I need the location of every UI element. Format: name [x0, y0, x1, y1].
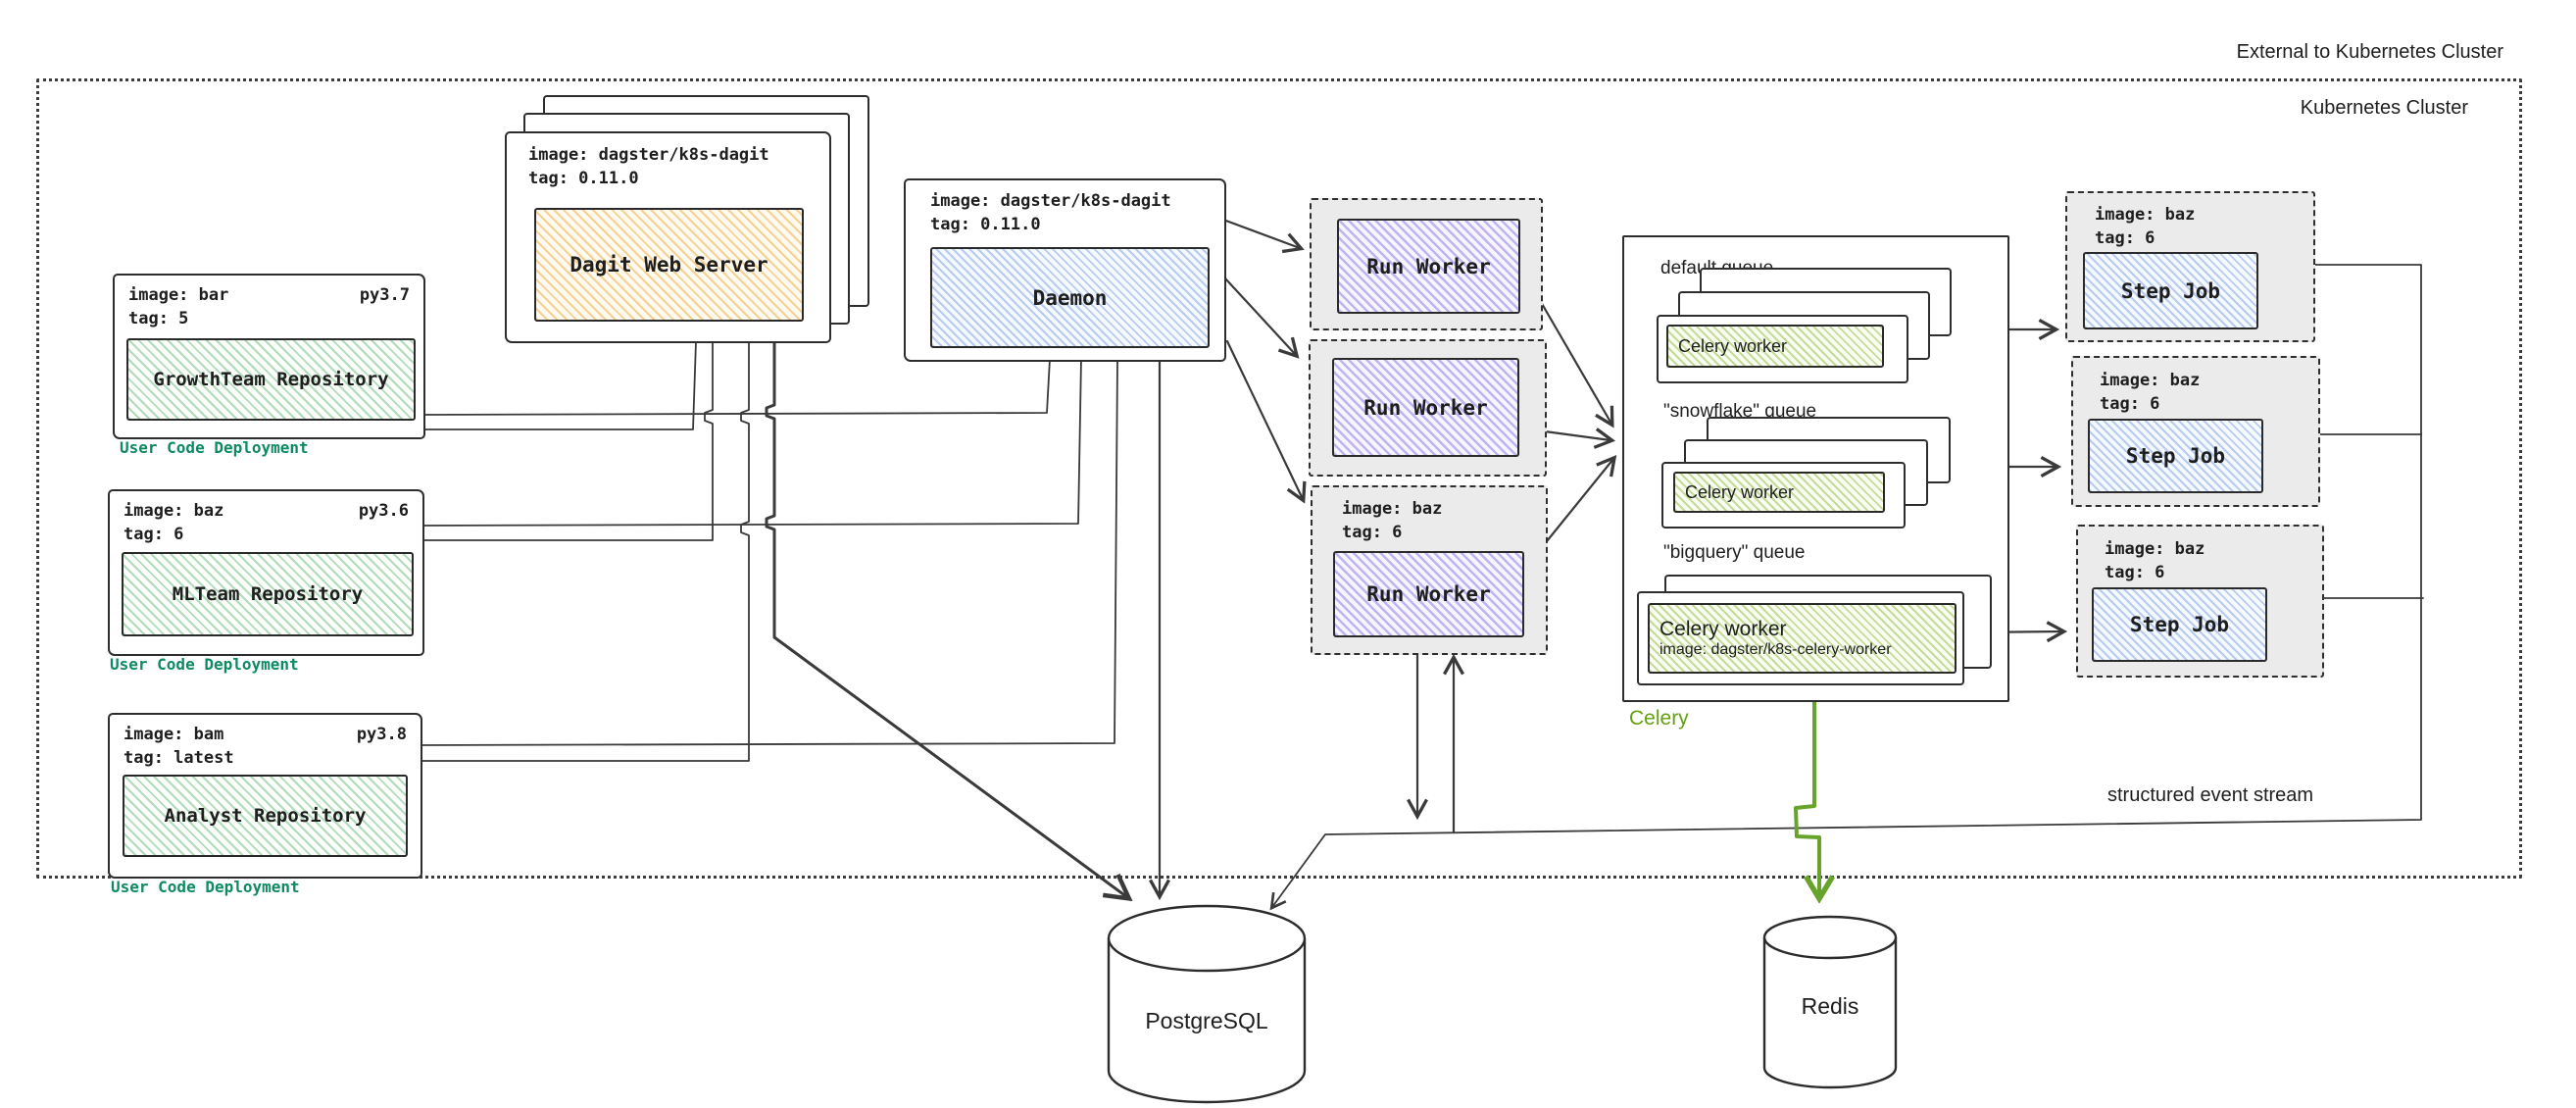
- ucd2-caption: User Code Deployment: [110, 655, 299, 674]
- snowflake-queue-label: "snowflake" queue: [1663, 401, 1817, 422]
- celery-redis-link: [1794, 699, 1819, 894]
- ucd2-tag: tag: 6: [124, 525, 184, 544]
- step-job-1: image: baz tag: 6 Step Job: [2065, 191, 2315, 342]
- ucd3-caption: User Code Deployment: [111, 878, 300, 896]
- ucd3-tag: tag: latest: [124, 748, 234, 768]
- postgres-label: PostgreSQL: [1145, 1008, 1268, 1033]
- ucd2-image: image: baz: [124, 501, 224, 521]
- redis-cylinder: [1762, 915, 1898, 1089]
- step-job-1-title: Step Job: [2120, 278, 2221, 303]
- run-worker-3-image: image: baz: [1342, 499, 1443, 519]
- external-cluster-label: External to Kubernetes Cluster: [2236, 41, 2503, 63]
- step-job-3-tag: tag: 6: [2105, 563, 2165, 582]
- user-code-deployment-1: image: bar py3.7 tag: 5 GrowthTeam Repos…: [113, 274, 425, 439]
- run-worker-3-title: Run Worker: [1366, 582, 1491, 606]
- default-queue-worker-label: Celery worker: [1678, 335, 1788, 356]
- step-job-3: image: baz tag: 6 Step Job: [2076, 525, 2324, 678]
- run-worker-1-title: Run Worker: [1366, 254, 1491, 278]
- bigquery-queue-label: "bigquery" queue: [1663, 542, 1806, 563]
- ucd3-python: py3.8: [356, 725, 407, 744]
- ucd2-python: py3.6: [358, 501, 409, 521]
- run-worker-1: Run Worker: [1310, 198, 1543, 330]
- postgres-cylinder: [1107, 904, 1307, 1104]
- step-job-2-tag: tag: 6: [2100, 394, 2160, 414]
- redis-label: Redis: [1801, 993, 1859, 1019]
- ucd1-repository: GrowthTeam Repository: [153, 369, 389, 390]
- ucd1-caption: User Code Deployment: [120, 438, 309, 457]
- bigquery-queue-worker-label: Celery worker: [1660, 618, 1787, 640]
- step-job-2: image: baz tag: 6 Step Job: [2071, 356, 2320, 507]
- run-worker-3-tag: tag: 6: [1342, 523, 1403, 542]
- default-queue-worker: Celery worker: [1657, 315, 1908, 383]
- kubernetes-cluster-boundary: [36, 78, 2522, 879]
- daemon-title: Daemon: [1032, 285, 1108, 310]
- step-job-3-image: image: baz: [2105, 539, 2205, 559]
- snowflake-queue-worker: Celery worker: [1661, 462, 1906, 529]
- wiring: [418, 218, 2424, 911]
- run-worker-3: image: baz tag: 6 Run Worker: [1311, 485, 1548, 655]
- ucd1-image: image: bar: [128, 285, 229, 305]
- step-job-2-image: image: baz: [2100, 371, 2201, 390]
- step-job-1-tag: tag: 6: [2095, 228, 2155, 248]
- bigquery-queue-worker-image: image: dagster/k8s-celery-worker: [1660, 641, 1892, 658]
- run-worker-2: Run Worker: [1309, 339, 1547, 477]
- daemon: image: dagster/k8s-dagit tag: 0.11.0 Dae…: [904, 178, 1226, 362]
- daemon-tag: tag: 0.11.0: [930, 215, 1041, 234]
- dagit-image: image: dagster/k8s-dagit: [528, 145, 769, 165]
- dagit-web-server: image: dagster/k8s-dagit tag: 0.11.0 Dag…: [505, 131, 831, 343]
- snowflake-queue-worker-label: Celery worker: [1685, 481, 1795, 502]
- dagit-title: Dagit Web Server: [570, 253, 768, 277]
- user-code-deployment-3: image: bam py3.8 tag: latest Analyst Rep…: [108, 713, 422, 879]
- ucd1-python: py3.7: [359, 285, 410, 305]
- event-stream-label: structured event stream: [2107, 784, 2314, 806]
- ucd2-repository: MLTeam Repository: [172, 583, 364, 605]
- step-job-3-title: Step Job: [2129, 613, 2230, 636]
- dagit-tag: tag: 0.11.0: [528, 169, 639, 188]
- ucd3-image: image: bam: [124, 725, 224, 744]
- ucd3-repository: Analyst Repository: [164, 805, 367, 827]
- daemon-image: image: dagster/k8s-dagit: [930, 191, 1171, 211]
- user-code-deployment-2: image: baz py3.6 tag: 6 MLTeam Repositor…: [108, 489, 424, 656]
- kubernetes-cluster-label: Kubernetes Cluster: [2300, 97, 2468, 119]
- ucd1-tag: tag: 5: [128, 309, 189, 328]
- celery-caption: Celery: [1629, 707, 1689, 730]
- run-worker-2-title: Run Worker: [1363, 395, 1488, 420]
- step-job-1-image: image: baz: [2095, 205, 2196, 225]
- step-job-2-title: Step Job: [2125, 444, 2226, 468]
- bigquery-queue-worker: Celery worker image: dagster/k8s-celery-…: [1637, 591, 1964, 685]
